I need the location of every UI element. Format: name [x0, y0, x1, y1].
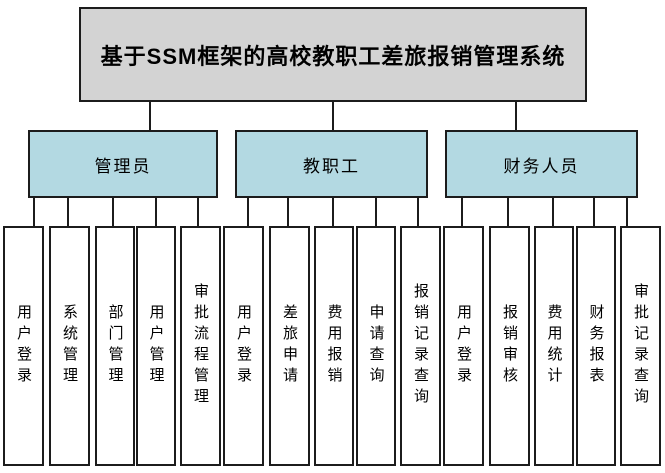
root-node-system-title: 基于SSM框架的高校教职工差旅报销管理系统	[79, 7, 587, 102]
branch-node-admin: 管理员	[28, 130, 218, 198]
leaf-node-expense-statistics: 费用统计	[534, 226, 574, 466]
connector-line	[149, 98, 151, 134]
leaf-node-system-management: 系统管理	[49, 226, 90, 466]
leaf-node-approval-flow-management: 审批流程管理	[180, 226, 221, 466]
leaf-node-label: 审批记录查询	[632, 283, 649, 409]
leaf-node-user-login: 用户登录	[223, 226, 264, 466]
leaf-node-label: 用户管理	[147, 304, 165, 388]
leaf-node-label: 用户登录	[15, 304, 32, 388]
connector-line	[155, 194, 157, 230]
connector-line	[417, 194, 419, 230]
leaf-node-user-login: 用户登录	[443, 226, 484, 466]
leaf-node-expense-reimbursement: 费用报销	[314, 226, 354, 466]
leaf-node-reimbursement-review: 报销审核	[489, 226, 530, 466]
leaf-node-user-login: 用户登录	[3, 226, 44, 466]
branch-node-faculty: 教职工	[235, 130, 428, 198]
connector-line	[461, 194, 463, 230]
branch-node-label: 财务人员	[503, 156, 580, 176]
connector-line	[593, 194, 595, 230]
connector-line	[507, 194, 509, 230]
leaf-node-label: 审批流程管理	[192, 283, 209, 409]
leaf-node-approval-record-query: 审批记录查询	[620, 226, 661, 466]
leaf-node-label: 用户登录	[235, 304, 252, 388]
connector-line	[67, 194, 69, 230]
root-node-label: 基于SSM框架的高校教职工差旅报销管理系统	[100, 43, 566, 69]
leaf-node-label: 费用统计	[545, 304, 563, 388]
connector-line	[332, 98, 334, 134]
leaf-node-travel-application: 差旅申请	[269, 226, 310, 466]
leaf-node-label: 报销记录查询	[412, 283, 429, 409]
connector-line	[287, 194, 289, 230]
leaf-node-application-query: 申请查询	[356, 226, 396, 466]
connector-line	[375, 194, 377, 230]
leaf-node-label: 报销审核	[501, 304, 518, 388]
leaf-node-financial-report: 财务报表	[576, 226, 616, 466]
connector-line	[552, 194, 554, 230]
leaf-node-label: 差旅申请	[281, 304, 298, 388]
branch-node-finance: 财务人员	[445, 130, 638, 198]
leaf-node-label: 费用报销	[325, 304, 343, 388]
leaf-node-user-management: 用户管理	[136, 226, 176, 466]
connector-line	[247, 194, 249, 230]
leaf-node-reimbursement-record-query: 报销记录查询	[400, 226, 441, 466]
connector-line	[33, 194, 35, 230]
leaf-node-department-management: 部门管理	[95, 226, 135, 466]
connector-line	[197, 194, 199, 230]
connector-line	[515, 98, 517, 134]
leaf-node-label: 财务报表	[587, 304, 605, 388]
connector-line	[626, 194, 628, 230]
leaf-node-label: 系统管理	[61, 304, 78, 388]
branch-node-label: 管理员	[94, 156, 152, 176]
connector-line	[112, 194, 114, 230]
leaf-node-label: 申请查询	[367, 304, 385, 388]
branch-node-label: 教职工	[303, 156, 360, 176]
connector-line	[332, 194, 334, 230]
leaf-node-label: 用户登录	[455, 304, 472, 388]
leaf-node-label: 部门管理	[106, 304, 124, 388]
